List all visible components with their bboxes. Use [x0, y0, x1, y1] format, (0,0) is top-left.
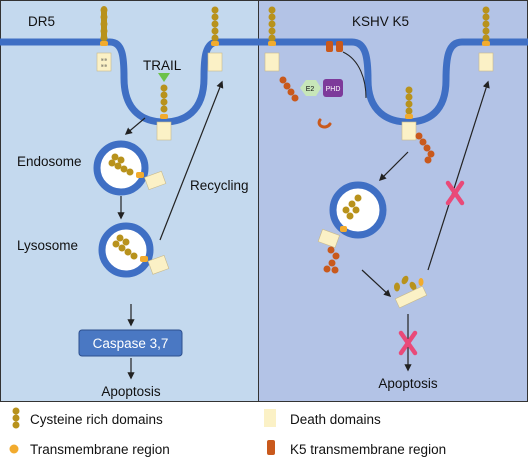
tm-legend-icon [9, 444, 19, 454]
lysosome-receptor [112, 234, 170, 275]
dr5-receptor-surface: ≋≋ ≋≋ [96, 6, 112, 72]
ubiquitin-chain-surface [279, 76, 299, 102]
apoptosis-left-label: Apoptosis [101, 384, 161, 399]
legend-tm-label: Transmembrane region [30, 442, 170, 457]
e2-label: E2 [306, 86, 315, 93]
phd-icon [323, 79, 343, 97]
degraded-receptor [394, 275, 428, 309]
dr5-receptor-right-pit [401, 86, 417, 141]
k5tm-legend-icon [267, 440, 275, 455]
caspase-label: Caspase 3,7 [93, 336, 169, 351]
svg-text:≋≋: ≋≋ [101, 63, 108, 68]
k5-transmembrane [326, 41, 367, 99]
diagram-canvas: ≋≋ ≋≋ Caspase 3,7 [0, 0, 528, 402]
legend: Cysteine rich domains Transmembrane regi… [0, 402, 528, 471]
trail-ligand [158, 73, 170, 82]
caspase-box [78, 329, 183, 357]
endosome-receptor [108, 153, 167, 191]
legend-crd-label: Cysteine rich domains [30, 412, 163, 427]
lysosome-label: Lysosome [17, 238, 78, 253]
svg-text:≋≋: ≋≋ [101, 57, 108, 62]
endosome-label: Endosome [17, 154, 82, 169]
legend-k5tm-label: K5 transmembrane region [290, 442, 447, 457]
dr5-receptor-right-recycled [478, 6, 494, 72]
phd-label: PHD [326, 86, 341, 93]
apoptosis-right-label: Apoptosis [378, 376, 438, 391]
block-apoptosis-icon [398, 330, 418, 356]
dr5-label: DR5 [28, 14, 55, 29]
dr5-receptor-recycled [207, 6, 223, 72]
death-legend-icon [264, 409, 276, 427]
ubiquitin-curl [317, 118, 332, 129]
ubiquitin-chain-endosome [323, 246, 340, 274]
crd-legend-icon [12, 407, 20, 429]
trail-label: TRAIL [143, 58, 182, 73]
right-endosome-receptor [317, 194, 362, 249]
block-recycling-icon [445, 180, 465, 206]
recycling-label: Recycling [190, 178, 249, 193]
dr5-receptor-right-surface [264, 6, 280, 72]
ubiquitin-chain-pit [415, 132, 435, 164]
kshv-k5-label: KSHV K5 [352, 14, 409, 29]
legend-death-label: Death domains [290, 412, 381, 427]
e2-icon [300, 80, 321, 96]
dr5-receptor-pit [156, 84, 172, 141]
